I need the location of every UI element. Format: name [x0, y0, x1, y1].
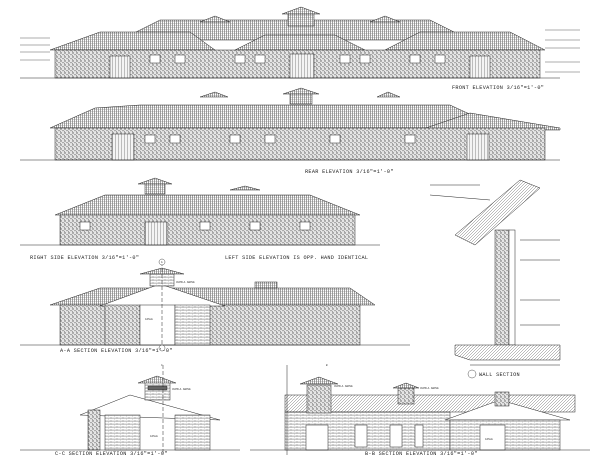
- right-side-elevation-title: RIGHT SIDE ELEVATION 3/16"=1'-0": [30, 255, 139, 261]
- rear-elevation-title: REAR ELEVATION 3/16"=1'-0": [305, 169, 394, 175]
- bb-aisle-note: AISLE: [485, 438, 493, 441]
- bb-section-elevation: [250, 365, 590, 455]
- front-elevation: [20, 6, 560, 79]
- wall-section-detail: [429, 179, 561, 366]
- aa-section-elevation: [20, 262, 410, 348]
- wall-section-title: WALL SECTION: [479, 372, 520, 378]
- section-marker-b-label: B: [326, 364, 328, 367]
- cc-section-title: C-C SECTION ELEVATION 3/16"=1'-0": [55, 451, 168, 457]
- aa-section-title: A-A SECTION ELEVATION 3/16"=1'-0": [60, 348, 173, 354]
- aa-cupola-note: CUPOLA ABOVE: [176, 281, 195, 284]
- wall-section-marker: [467, 369, 477, 379]
- cc-section-elevation: [20, 365, 240, 455]
- section-marker-a-top: [158, 258, 166, 266]
- section-marker-a-bottom: [158, 344, 166, 352]
- front-elevation-title: FRONT ELEVATION 3/16"=1'-0": [452, 85, 544, 91]
- right-side-elevation: [20, 177, 380, 246]
- front-level-markers: [20, 29, 580, 73]
- cc-aisle-note: AISLE: [150, 435, 158, 438]
- cc-cupola-note: CUPOLA ABOVE: [172, 388, 191, 391]
- bb-section-title: B-B SECTION ELEVATION 3/16"=1'-0": [365, 451, 478, 457]
- bb-cupola-note-1: CUPOLA ABOVE: [334, 385, 353, 388]
- bb-cupola-note-2: CUPOLA ABOVE: [420, 387, 439, 390]
- left-side-elevation-note: LEFT SIDE ELEVATION IS OPP. HAND IDENTIC…: [225, 255, 368, 261]
- rear-elevation: [20, 87, 561, 161]
- aa-aisle-note: AISLE: [145, 318, 153, 321]
- section-marker-a-label: A: [161, 261, 163, 264]
- section-marker-c-label: C: [161, 364, 163, 367]
